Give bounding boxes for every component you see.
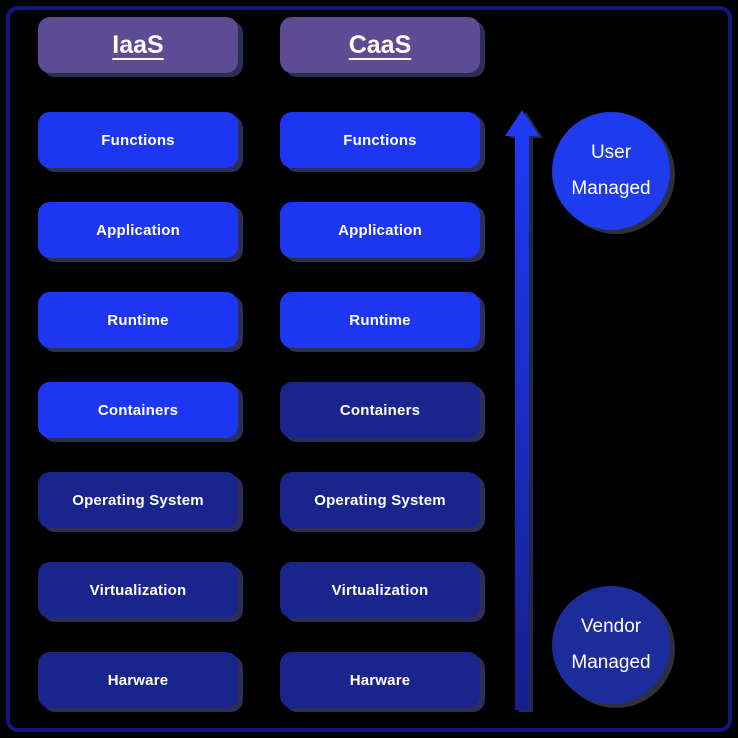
layer-label: Application [338, 221, 422, 239]
managed-scope-arrow [505, 110, 539, 710]
layer-box-iaas-containers: Containers [38, 382, 238, 438]
caas-header-label: CaaS [348, 30, 412, 59]
iaas-header-badge: IaaS [38, 17, 238, 73]
layer-label: Harware [349, 671, 411, 689]
layer-box-iaas-functions: Functions [38, 112, 238, 168]
layer-box-caas-harware: Harware [280, 652, 480, 708]
layer-label: Virtualization [89, 581, 187, 599]
layer-label: Runtime [107, 311, 169, 329]
layer-label: Operating System [72, 491, 204, 509]
user-managed-line2: Managed [571, 178, 651, 199]
layer-box-iaas-harware: Harware [38, 652, 238, 708]
iaas-header-label: IaaS [112, 30, 164, 59]
layer-label: Functions [343, 131, 417, 149]
column-iaas: IaaS Functions Application Runtime Conta… [38, 17, 238, 738]
arrow-shaft [515, 136, 529, 710]
layer-box-caas-operating-system: Operating System [280, 472, 480, 528]
layer-label: Functions [101, 131, 175, 149]
layer-box-caas-application: Application [280, 202, 480, 258]
layer-label: Runtime [349, 311, 411, 329]
layer-label: Operating System [314, 491, 446, 509]
column-caas: CaaS Functions Application Runtime Conta… [280, 17, 480, 738]
layer-box-caas-containers: Containers [280, 382, 480, 438]
layer-label: Harware [107, 671, 169, 689]
layer-box-caas-functions: Functions [280, 112, 480, 168]
caas-header-badge: CaaS [280, 17, 480, 73]
layer-box-caas-runtime: Runtime [280, 292, 480, 348]
vendor-managed-line2: Managed [571, 652, 651, 673]
layer-label: Containers [339, 401, 421, 419]
layer-label: Containers [97, 401, 179, 419]
layer-label: Virtualization [331, 581, 429, 599]
user-managed-line1: User [590, 142, 632, 163]
layer-label: Application [96, 221, 180, 239]
layer-box-iaas-operating-system: Operating System [38, 472, 238, 528]
layer-box-iaas-virtualization: Virtualization [38, 562, 238, 618]
layer-box-iaas-application: Application [38, 202, 238, 258]
layer-box-caas-virtualization: Virtualization [280, 562, 480, 618]
arrow-up-icon [505, 110, 539, 136]
vendor-managed-badge: Vendor Managed [552, 586, 670, 704]
vendor-managed-line1: Vendor [580, 616, 642, 637]
user-managed-badge: User Managed [552, 112, 670, 230]
layer-box-iaas-runtime: Runtime [38, 292, 238, 348]
